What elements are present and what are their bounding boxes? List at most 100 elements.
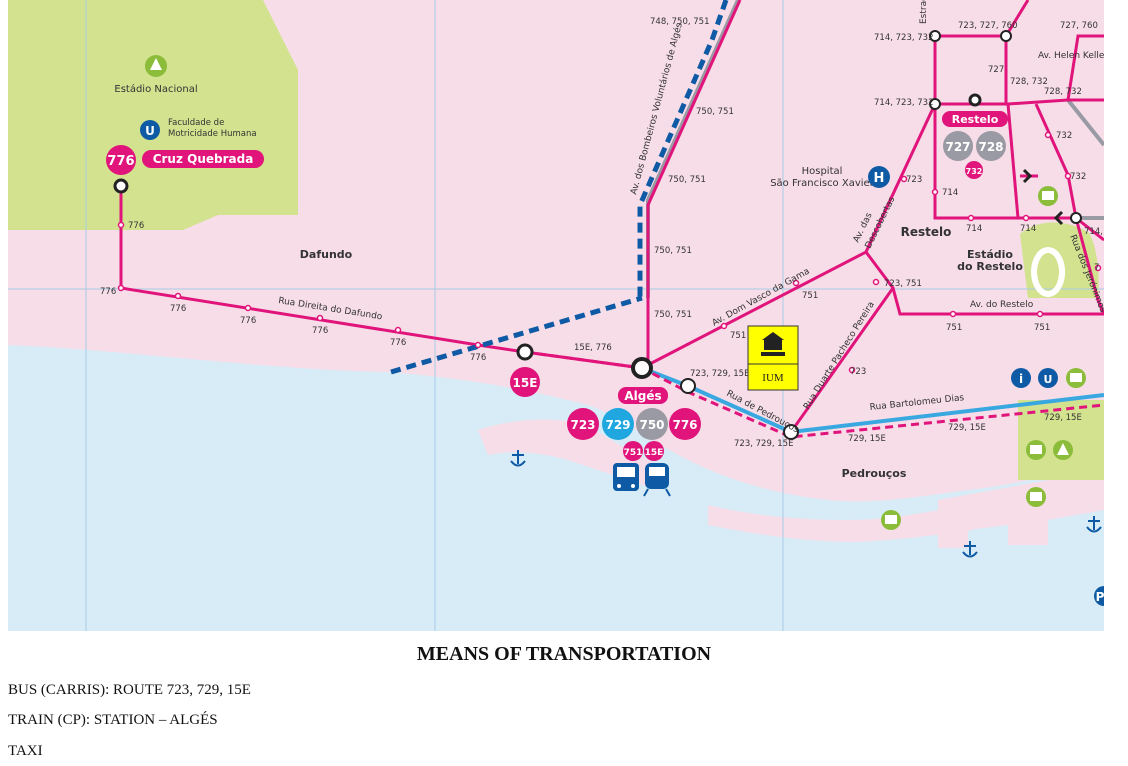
monument-icon <box>1038 186 1058 206</box>
page-heading: MEANS OF TRANSPORTATION <box>416 643 712 665</box>
info-icon: i <box>1011 368 1031 388</box>
route-label: 15E, 776 <box>574 343 612 353</box>
castle-icon <box>881 510 901 530</box>
ium-marker[interactable]: IUM <box>747 325 799 391</box>
arrow-left-icon <box>1053 210 1064 226</box>
pill-text: Restelo <box>952 113 999 126</box>
route-label: 776 <box>100 287 116 297</box>
train-info: TRAIN (CP): STATION – ALGÉS <box>8 712 218 728</box>
badge-text: 728 <box>978 140 1003 154</box>
label-restelo: Restelo <box>901 225 952 239</box>
taxi-info: TAXI <box>8 743 43 759</box>
ium-label: IUM <box>762 372 784 384</box>
route-label: 776 <box>128 221 144 231</box>
route-label: 751 <box>1034 323 1050 333</box>
street-av-helen: Av. Helen Keller <box>1038 51 1104 61</box>
svg-text:i: i <box>1019 372 1023 386</box>
stop-nodes <box>113 30 1082 440</box>
cruz-quebrada-pill: Cruz Quebrada <box>142 150 264 168</box>
badge-text: 776 <box>672 418 697 432</box>
parking-icon: P <box>1094 586 1104 606</box>
svg-text:U: U <box>145 124 155 138</box>
label-dafundo: Dafundo <box>300 248 353 261</box>
badge-729: 729 <box>602 408 634 440</box>
museum-icon-3 <box>1026 487 1046 507</box>
transport-map: Estádio Nacional Faculdade de Motricidad… <box>8 0 1104 631</box>
label-estadio-restelo-1: Estádio <box>967 248 1013 261</box>
route-label: 750, 751 <box>668 175 706 185</box>
route-label: 727, 760 <box>1060 21 1098 31</box>
route-label: 776 <box>390 338 406 348</box>
badge-750: 750 <box>636 408 668 440</box>
badge-751-small: 751 <box>623 441 643 461</box>
route-label: 714 <box>966 224 982 234</box>
badge-text: 750 <box>639 418 664 432</box>
route-label: 714 <box>942 188 958 198</box>
label-hospital-1: Hospital <box>802 166 843 177</box>
anchor-icon <box>510 450 526 467</box>
bus-routes <box>119 0 1104 433</box>
anchor-icon-3 <box>1086 516 1102 533</box>
svg-text:H: H <box>874 171 885 186</box>
tree-icon-2 <box>1053 440 1073 460</box>
label-faculdade-1: Faculdade de <box>168 118 224 128</box>
pill-text: Cruz Quebrada <box>153 152 254 166</box>
badge-text: 751 <box>624 448 643 458</box>
parking-text: P <box>1096 590 1104 604</box>
route-label: 732 <box>1056 131 1072 141</box>
route-label: 729, 15E <box>848 434 886 444</box>
route-label: 723, 729, 15E <box>734 439 793 449</box>
route-label: 751 <box>730 331 746 341</box>
route-label: 751 <box>946 323 962 333</box>
route-label: 723 <box>906 175 922 185</box>
railway-line <box>390 295 643 375</box>
pill-text: Algés <box>624 389 661 403</box>
route-labels: 776 776 776 776 776 776 776 15E, 776 748… <box>100 17 1104 449</box>
route-label: 750, 751 <box>654 310 692 320</box>
label-hospital-2: São Francisco Xavier <box>770 178 874 189</box>
route-label: 776 <box>170 304 186 314</box>
bus-info: BUS (CARRIS): ROUTE 723, 729, 15E <box>8 682 251 698</box>
route-label: 714, 723, 732 <box>874 33 933 43</box>
hospital-icon: H <box>868 166 890 188</box>
badge-776-cruz: 776 <box>106 145 136 175</box>
arrow-right-icon <box>1022 168 1033 184</box>
museum-icon-2 <box>1026 440 1046 460</box>
badge-text: 732 <box>966 167 983 176</box>
university-icon-2: U <box>1038 368 1058 388</box>
label-faculdade-2: Motricidade Humana <box>168 129 257 139</box>
route-label: 714, 723, 732 <box>874 98 933 108</box>
university-icon: U <box>140 120 160 140</box>
park-estadio-nacional <box>8 0 298 230</box>
route-label: 776 <box>312 326 328 336</box>
park-tree-icon <box>145 55 167 77</box>
bus-icon <box>613 463 639 491</box>
label-pedroucos: Pedrouços <box>842 467 907 480</box>
map-grid <box>8 0 1104 631</box>
badge-728: 728 <box>976 131 1006 161</box>
museum-icon <box>1066 368 1086 388</box>
badge-723: 723 <box>567 408 599 440</box>
label-estadio-nacional: Estádio Nacional <box>114 83 197 95</box>
badge-text: 15E <box>645 448 664 458</box>
badge-15e: 15E <box>510 367 540 397</box>
route-label: 7 <box>1094 263 1099 273</box>
route-label: 723, 729, 15E <box>690 369 749 379</box>
railway-line-north <box>637 0 729 298</box>
route-label: 723, 751 <box>884 279 922 289</box>
anchor-icon-2 <box>962 541 978 558</box>
svg-text:U: U <box>1044 373 1053 386</box>
badge-text: 729 <box>605 418 630 432</box>
badge-text: 723 <box>570 418 595 432</box>
stadium-shape <box>1031 247 1066 297</box>
tram-line <box>641 366 1104 435</box>
street-av-restelo: Av. do Restelo <box>970 300 1034 310</box>
route-label: 723, 727, 760 <box>958 21 1017 31</box>
badge-15e-small: 15E <box>644 441 664 461</box>
pier-pedroucos <box>708 505 973 542</box>
route-label: 714, 7 <box>1084 227 1104 237</box>
sea-area <box>8 345 1104 631</box>
alges-pill: Algés <box>618 387 668 404</box>
route-label: 729, 15E <box>1044 413 1082 423</box>
route-label: 728, 732 <box>1044 87 1082 97</box>
